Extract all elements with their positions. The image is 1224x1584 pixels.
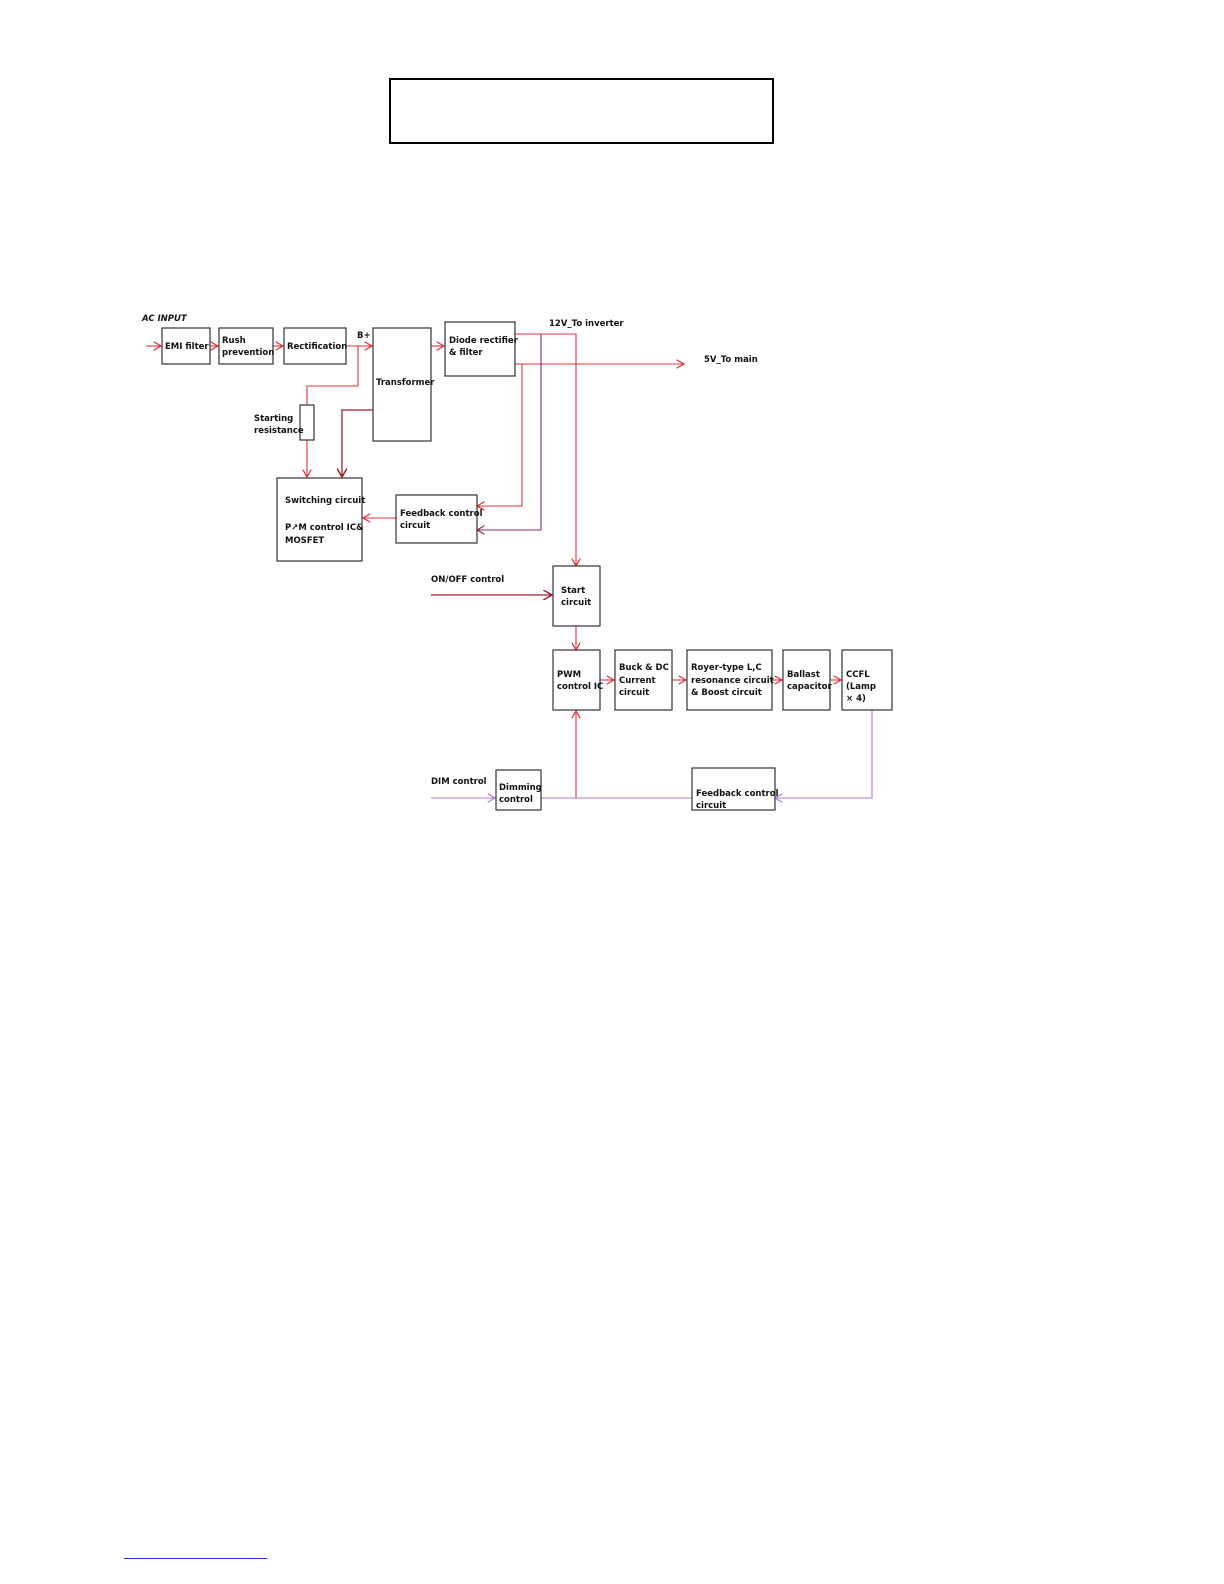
rectification-block: Rectification: [283, 327, 347, 365]
diode-label-2: & filter: [449, 348, 483, 358]
dim-control-label: DIM control: [431, 777, 487, 787]
start-label-1: Start: [561, 586, 585, 596]
ballast-label-1: Ballast: [787, 670, 820, 680]
switching-label-1: Switching circuit: [285, 496, 365, 506]
rush-prevention-block: Rush prevention: [218, 327, 274, 365]
buck-label-2: Current: [619, 676, 656, 686]
12v-label: 12V_To inverter: [549, 319, 624, 329]
starting-resistor: [299, 404, 315, 441]
ccfl-label-3: × 4): [846, 694, 866, 704]
ballast-label-2: capacitor: [787, 682, 832, 692]
ccfl-label-1: CCFL: [846, 670, 870, 680]
transformer-block: Transformer: [372, 327, 435, 442]
ac-input-label: AC INPUT: [141, 314, 188, 324]
diode-label-1: Diode rectifier: [449, 336, 519, 346]
dimming-control-block: Dimming control: [495, 769, 542, 811]
buck-label-3: circuit: [619, 688, 649, 698]
rectification-label: Rectification: [287, 342, 347, 352]
diode-rectifier-block: Diode rectifier & filter: [444, 321, 519, 377]
transformer-label: Transformer: [376, 378, 435, 388]
wire-5v-feedback: [477, 364, 523, 506]
title-box: [389, 78, 774, 144]
switching-circuit-block: Switching circuit P↗M control IC& MOSFET: [276, 477, 365, 562]
feedback1-label-1: Feedback control: [400, 509, 483, 519]
rush-label-1: Rush: [222, 336, 246, 346]
wire-bplus-resistor: [306, 346, 359, 405]
pwm-label-2: control IC: [557, 682, 603, 692]
start-circuit-block: Start circuit: [552, 565, 601, 627]
starting-resistance-label-1: Starting: [254, 414, 293, 424]
wire-12v-feedback: [477, 334, 542, 530]
royer-label-3: & Boost circuit: [691, 688, 762, 698]
buck-dc-block: Buck & DC Current circuit: [614, 649, 673, 711]
feedback-control-block-2: Feedback control circuit: [691, 767, 779, 811]
wires: [146, 333, 873, 798]
ccfl-block: CCFL (Lamp × 4): [841, 649, 893, 711]
pwm-label-1: PWM: [557, 670, 581, 680]
switching-label-2: P↗M control IC&: [285, 523, 364, 533]
wire-ccfl-feedback: [775, 710, 873, 798]
ballast-capacitor-block: Ballast capacitor: [782, 649, 832, 711]
feedback-control-block-1: Feedback control circuit: [395, 494, 483, 544]
rush-label-2: prevention: [222, 348, 274, 358]
feedback2-label-1: Feedback control: [696, 789, 779, 799]
royer-label-2: resonance circuit: [691, 676, 774, 686]
dimming-label-1: Dimming: [499, 783, 542, 793]
onoff-control-label: ON/OFF control: [431, 575, 504, 585]
starting-resistance-label-2: resistance: [254, 426, 304, 436]
wire-12v-start: [515, 333, 576, 566]
switching-label-3: MOSFET: [285, 536, 324, 546]
dimming-label-2: control: [499, 795, 533, 805]
5v-label: 5V_To main: [704, 355, 758, 365]
ccfl-label-2: (Lamp: [846, 682, 876, 692]
feedback1-label-2: circuit: [400, 521, 430, 531]
emi-filter-label: EMI filter: [165, 342, 209, 352]
emi-filter-block: EMI filter: [161, 327, 211, 365]
wire-transformer-switching: [342, 409, 373, 477]
buck-label-1: Buck & DC: [619, 663, 669, 673]
footnote-rule: [124, 1558, 267, 1559]
pwm-control-block: PWM control IC: [552, 649, 603, 711]
b-plus-label: B+: [357, 331, 371, 341]
royer-label-1: Royer-type L,C: [691, 663, 762, 673]
feedback2-label-2: circuit: [696, 801, 726, 811]
start-label-2: circuit: [561, 598, 591, 608]
royer-resonance-block: Royer-type L,C resonance circuit & Boost…: [686, 649, 774, 711]
